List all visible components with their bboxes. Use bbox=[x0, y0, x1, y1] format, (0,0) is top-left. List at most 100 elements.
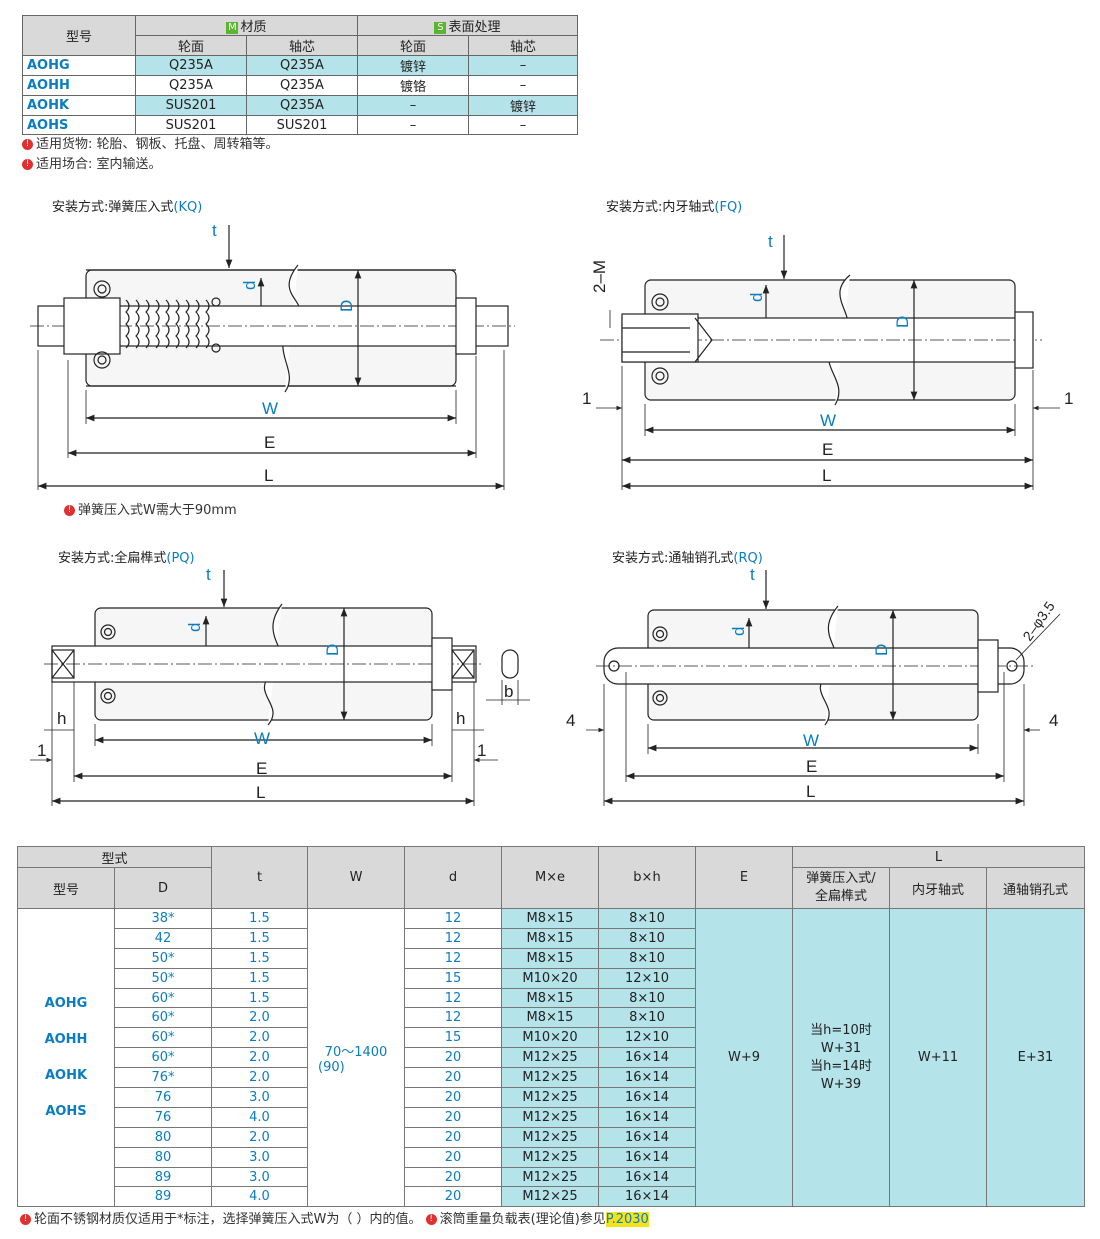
page-link[interactable]: P.2030 bbox=[605, 1212, 649, 1227]
header-D: D bbox=[114, 867, 212, 909]
table-cell: 3.0 bbox=[211, 1087, 308, 1108]
dim-h-label: h bbox=[456, 709, 465, 728]
dim-D-label: D bbox=[323, 644, 342, 656]
table-cell: 4.0 bbox=[211, 1186, 308, 1208]
table-cell: M8×15 bbox=[501, 908, 599, 929]
table-cell: 1.5 bbox=[211, 967, 308, 989]
header-shaft: 轴芯 bbox=[246, 35, 358, 56]
table-cell: M8×15 bbox=[501, 947, 599, 969]
table-cell: 2.0 bbox=[211, 1067, 308, 1089]
table-cell: Q235A bbox=[246, 95, 358, 116]
header-wheel: 轮面 bbox=[135, 35, 247, 56]
rq-title: 安装方式:通轴销孔式(RQ) bbox=[612, 551, 763, 566]
table-cell: 8×10 bbox=[598, 908, 696, 929]
table-cell: 50* bbox=[114, 947, 212, 969]
table-cell: 76* bbox=[114, 1067, 212, 1089]
dim-d-label: d bbox=[747, 293, 766, 302]
dim-D-label: D bbox=[337, 300, 356, 312]
table-cell: 镀锌 bbox=[357, 55, 469, 76]
w-range-cell: 70～1400(90) bbox=[307, 907, 405, 1208]
dim-one-label: 1 bbox=[1064, 389, 1073, 408]
dim-L-label: L bbox=[264, 466, 273, 485]
table-cell: 2.0 bbox=[211, 1007, 308, 1029]
dim-W-label: W bbox=[803, 731, 819, 750]
table-cell: 镀锌 bbox=[468, 95, 578, 116]
table-cell: SUS201 bbox=[135, 95, 247, 116]
warning-icon: ! bbox=[22, 159, 33, 170]
e-cell: W+9 bbox=[695, 907, 793, 1208]
table-cell: 89 bbox=[114, 1166, 212, 1188]
table-cell: 8×10 bbox=[598, 987, 696, 1009]
pq-drawing bbox=[30, 570, 530, 806]
table-cell: M12×25 bbox=[501, 1126, 599, 1148]
dim-D-label: D bbox=[872, 644, 891, 656]
material-tag-icon: M bbox=[226, 21, 239, 34]
w-range: 70～1400 bbox=[324, 1044, 388, 1060]
table-cell: 16×14 bbox=[598, 1106, 696, 1128]
table-cell: 1.5 bbox=[211, 908, 308, 929]
model-cell: AOHS bbox=[22, 115, 136, 135]
table-cell: 89 bbox=[114, 1186, 212, 1208]
table-cell: 1.5 bbox=[211, 947, 308, 969]
table-cell: SUS201 bbox=[135, 115, 247, 135]
dim-L-label: L bbox=[256, 783, 265, 802]
header-L: L bbox=[792, 846, 1085, 868]
roller-drawings: t d D W t d D W t d D W t d D W E L E L … bbox=[30, 221, 1073, 806]
header-E: E bbox=[695, 846, 793, 909]
dim-one-label: 1 bbox=[582, 389, 591, 408]
table-cell: 76 bbox=[114, 1106, 212, 1128]
kq-note: !弹簧压入式W需大于90mm bbox=[64, 499, 237, 518]
table-cell: 20 bbox=[404, 1106, 502, 1128]
table-cell: Q235A bbox=[246, 55, 358, 76]
table-cell: M10×20 bbox=[501, 1027, 599, 1049]
pq-title: 安装方式:全扁榫式(PQ) bbox=[58, 551, 195, 566]
dim-L-label: L bbox=[822, 466, 831, 485]
table-cell: – bbox=[468, 115, 578, 135]
table-cell: M12×25 bbox=[501, 1087, 599, 1108]
header-d: d bbox=[404, 846, 502, 909]
dim-d-label: d bbox=[729, 627, 748, 636]
header-model: 型号 bbox=[22, 15, 136, 56]
table-cell: – bbox=[357, 95, 469, 116]
table-cell: 1.5 bbox=[211, 987, 308, 1009]
table-cell: 2.0 bbox=[211, 1126, 308, 1148]
header-shaft: 轴芯 bbox=[468, 35, 578, 56]
table-cell: 16×14 bbox=[598, 1146, 696, 1168]
fq-drawing bbox=[596, 235, 1060, 490]
table-cell: 12×10 bbox=[598, 1027, 696, 1049]
table-cell: 镀铬 bbox=[357, 75, 469, 96]
model-item: AOHH bbox=[44, 1031, 88, 1047]
note-usage: !适用场合: 室内输送。 bbox=[22, 153, 162, 172]
header-t: t bbox=[211, 846, 308, 909]
table-cell: M8×15 bbox=[501, 987, 599, 1009]
table-cell: – bbox=[357, 115, 469, 135]
header-W: W bbox=[307, 846, 405, 909]
header-L1: 弹簧压入式/ 全扁榫式 bbox=[792, 867, 890, 909]
table-row: AOHG Q235A Q235A 镀锌 – bbox=[22, 55, 578, 76]
model-cell: AOHK bbox=[22, 95, 136, 116]
table-cell: – bbox=[468, 55, 578, 76]
table-cell: 12 bbox=[404, 927, 502, 949]
table-cell: 20 bbox=[404, 1126, 502, 1148]
table-cell: 60* bbox=[114, 1047, 212, 1069]
dim-one-label: 1 bbox=[37, 741, 46, 760]
table-cell: Q235A bbox=[246, 75, 358, 96]
table-cell: 16×14 bbox=[598, 1067, 696, 1089]
table-cell: Q235A bbox=[135, 55, 247, 76]
table-cell: 3.0 bbox=[211, 1146, 308, 1168]
dim-t-label: t bbox=[212, 221, 217, 240]
table-cell: M8×15 bbox=[501, 1007, 599, 1029]
table-cell: 12 bbox=[404, 947, 502, 969]
table-cell: – bbox=[468, 75, 578, 96]
table-cell: M12×25 bbox=[501, 1047, 599, 1069]
table-cell: 42 bbox=[114, 927, 212, 949]
table-cell: M8×15 bbox=[501, 927, 599, 949]
table-cell: 1.5 bbox=[211, 927, 308, 949]
model-cell: AOHG bbox=[22, 55, 136, 76]
